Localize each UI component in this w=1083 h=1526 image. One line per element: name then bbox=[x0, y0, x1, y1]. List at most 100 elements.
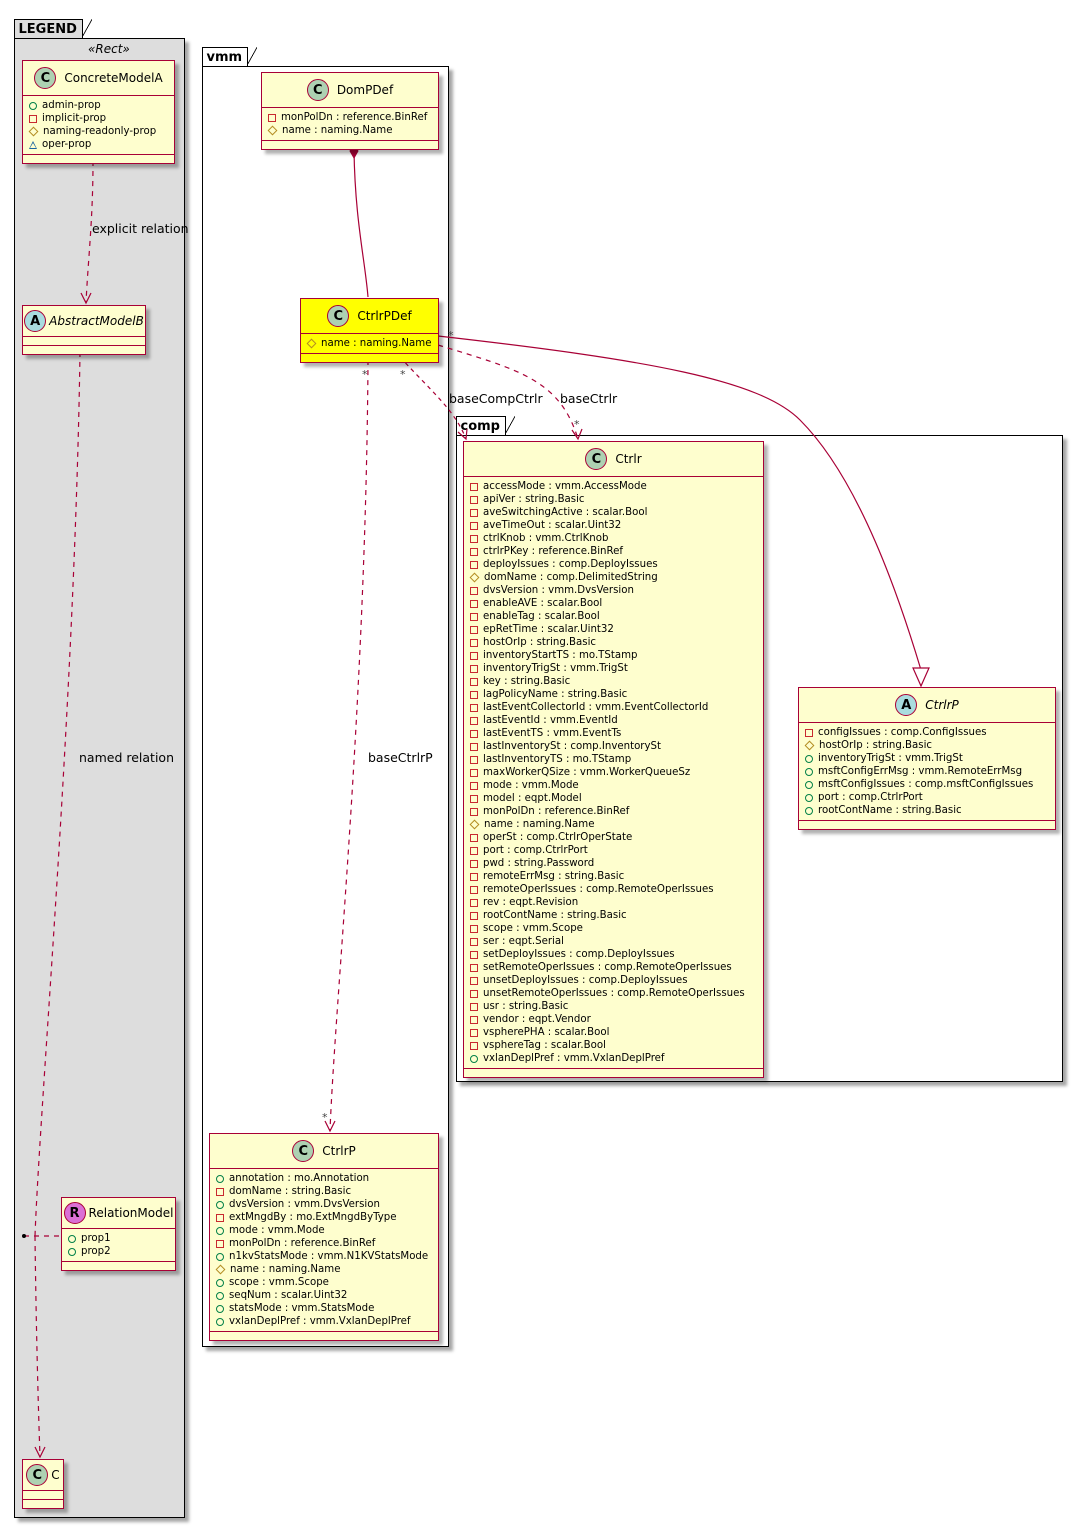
attribute-text: vxlanDeplPref : vmm.VxlanDeplPref bbox=[483, 1053, 665, 1064]
attribute-text: scope : vmm.Scope bbox=[483, 923, 583, 934]
visibility-private-icon bbox=[470, 1002, 478, 1011]
visibility-private-icon bbox=[470, 1028, 478, 1037]
method-compartment bbox=[799, 821, 1055, 829]
class-icon: C bbox=[306, 79, 329, 101]
attribute-text: extMngdBy : mo.ExtMngdByType bbox=[229, 1212, 397, 1223]
attribute-row: deployIssues : comp.DeployIssues bbox=[470, 558, 758, 571]
attribute-row: vspherePHA : scalar.Bool bbox=[470, 1026, 758, 1039]
method-compartment bbox=[23, 155, 174, 163]
attribute-text: seqNum : scalar.Uint32 bbox=[229, 1290, 348, 1301]
attribute-row: vxlanDeplPref : vmm.VxlanDeplPref bbox=[216, 1315, 433, 1328]
attribute-text: apiVer : string.Basic bbox=[483, 494, 585, 505]
vmm-package-tab: vmm bbox=[201, 47, 257, 66]
visibility-private-icon bbox=[470, 846, 478, 855]
visibility-private-icon bbox=[470, 664, 478, 673]
legend-stereotype: «Rect» bbox=[88, 42, 130, 56]
visibility-private-icon bbox=[470, 625, 478, 634]
attribute-row: prop1 bbox=[68, 1232, 170, 1245]
attribute-text: n1kvStatsMode : vmm.N1KVStatsMode bbox=[229, 1251, 429, 1262]
attribute-row: ctrlKnob : vmm.CtrlKnob bbox=[470, 532, 758, 545]
attribute-row: remoteErrMsg : string.Basic bbox=[470, 870, 758, 883]
attribute-row: vendor : eqpt.Vendor bbox=[470, 1013, 758, 1026]
class-name: CtrlrP bbox=[322, 1144, 356, 1158]
attribute-row: aveSwitchingActive : scalar.Bool bbox=[470, 506, 758, 519]
visibility-private-icon bbox=[470, 924, 478, 933]
attribute-text: operSt : comp.CtrlrOperState bbox=[483, 832, 633, 843]
attribute-text: name : naming.Name bbox=[484, 819, 595, 830]
visibility-private-icon bbox=[470, 638, 478, 647]
visibility-protected-icon bbox=[28, 126, 39, 137]
attribute-row: lastEventId : vmm.EventId bbox=[470, 714, 758, 727]
visibility-protected-icon bbox=[804, 740, 815, 751]
visibility-public-icon bbox=[216, 1278, 224, 1287]
visibility-public-icon bbox=[68, 1247, 76, 1256]
attribute-text: statsMode : vmm.StatsMode bbox=[229, 1303, 375, 1314]
attribute-row: lagPolicyName : string.Basic bbox=[470, 688, 758, 701]
attribute-row: enableAVE : scalar.Bool bbox=[470, 597, 758, 610]
abstract-class-icon: A bbox=[24, 310, 47, 332]
attribute-row: prop2 bbox=[68, 1245, 170, 1258]
attribute-row: admin-prop bbox=[29, 99, 169, 112]
visibility-private-icon bbox=[470, 950, 478, 959]
class-name: AbstractModelB bbox=[49, 314, 144, 328]
visibility-private-icon bbox=[470, 937, 478, 946]
method-compartment bbox=[464, 1069, 763, 1077]
visibility-private-icon bbox=[470, 1041, 478, 1050]
attribute-text: annotation : mo.Annotation bbox=[229, 1173, 370, 1184]
attribute-text: configIssues : comp.ConfigIssues bbox=[818, 727, 987, 738]
attribute-text: vendor : eqpt.Vendor bbox=[483, 1014, 591, 1025]
attribute-text: vxlanDeplPref : vmm.VxlanDeplPref bbox=[229, 1316, 411, 1327]
attribute-row: port : comp.CtrlrPort bbox=[805, 791, 1050, 804]
legend-package-tab: LEGEND bbox=[13, 19, 93, 38]
class-name: CtrlrP bbox=[925, 698, 959, 712]
visibility-private-icon bbox=[470, 898, 478, 907]
label-named-relation: named relation bbox=[79, 750, 174, 765]
attribute-row: lastInventoryTS : mo.TStamp bbox=[470, 753, 758, 766]
attribute-row: rootContName : string.Basic bbox=[470, 909, 758, 922]
attribute-text: key : string.Basic bbox=[483, 676, 571, 687]
visibility-private-icon bbox=[470, 547, 478, 556]
visibility-private-icon bbox=[470, 612, 478, 621]
class-icon: C bbox=[585, 448, 608, 470]
visibility-private-icon bbox=[470, 807, 478, 816]
visibility-private-icon bbox=[216, 1213, 224, 1222]
attribute-row: vsphereTag : scalar.Bool bbox=[470, 1039, 758, 1052]
attribute-row: mode : vmm.Mode bbox=[216, 1224, 433, 1237]
visibility-private-icon bbox=[470, 859, 478, 868]
visibility-public-icon bbox=[805, 793, 813, 802]
attribute-row: domName : string.Basic bbox=[216, 1185, 433, 1198]
visibility-protected-icon bbox=[469, 572, 480, 583]
attribute-text: hostOrIp : string.Basic bbox=[483, 637, 597, 648]
attribute-row: msftConfigErrMsg : vmm.RemoteErrMsg bbox=[805, 765, 1050, 778]
visibility-public-icon bbox=[216, 1252, 224, 1261]
class-name: Ctrlr bbox=[615, 452, 642, 466]
attribute-row: accessMode : vmm.AccessMode bbox=[470, 480, 758, 493]
attribute-row: name : naming.Name bbox=[306, 337, 433, 350]
attribute-row: apiVer : string.Basic bbox=[470, 493, 758, 506]
attribute-text: name : naming.Name bbox=[230, 1264, 341, 1275]
attribute-text: remoteOperIssues : comp.RemoteOperIssues bbox=[483, 884, 714, 895]
visibility-public-icon bbox=[805, 806, 813, 815]
attribute-list: name : naming.Name bbox=[301, 334, 438, 354]
visibility-private-icon bbox=[470, 729, 478, 738]
visibility-public-icon bbox=[805, 754, 813, 763]
mult-base-ctrlr-p-source: * bbox=[362, 368, 368, 381]
visibility-private-icon bbox=[470, 716, 478, 725]
attribute-row: monPolDn : reference.BinRef bbox=[268, 111, 433, 124]
attribute-row: inventoryTrigSt : vmm.TrigSt bbox=[470, 662, 758, 675]
attribute-text: mode : vmm.Mode bbox=[483, 780, 579, 791]
attribute-text: lastInventoryTS : mo.TStamp bbox=[483, 754, 632, 765]
attribute-row: usr : string.Basic bbox=[470, 1000, 758, 1013]
